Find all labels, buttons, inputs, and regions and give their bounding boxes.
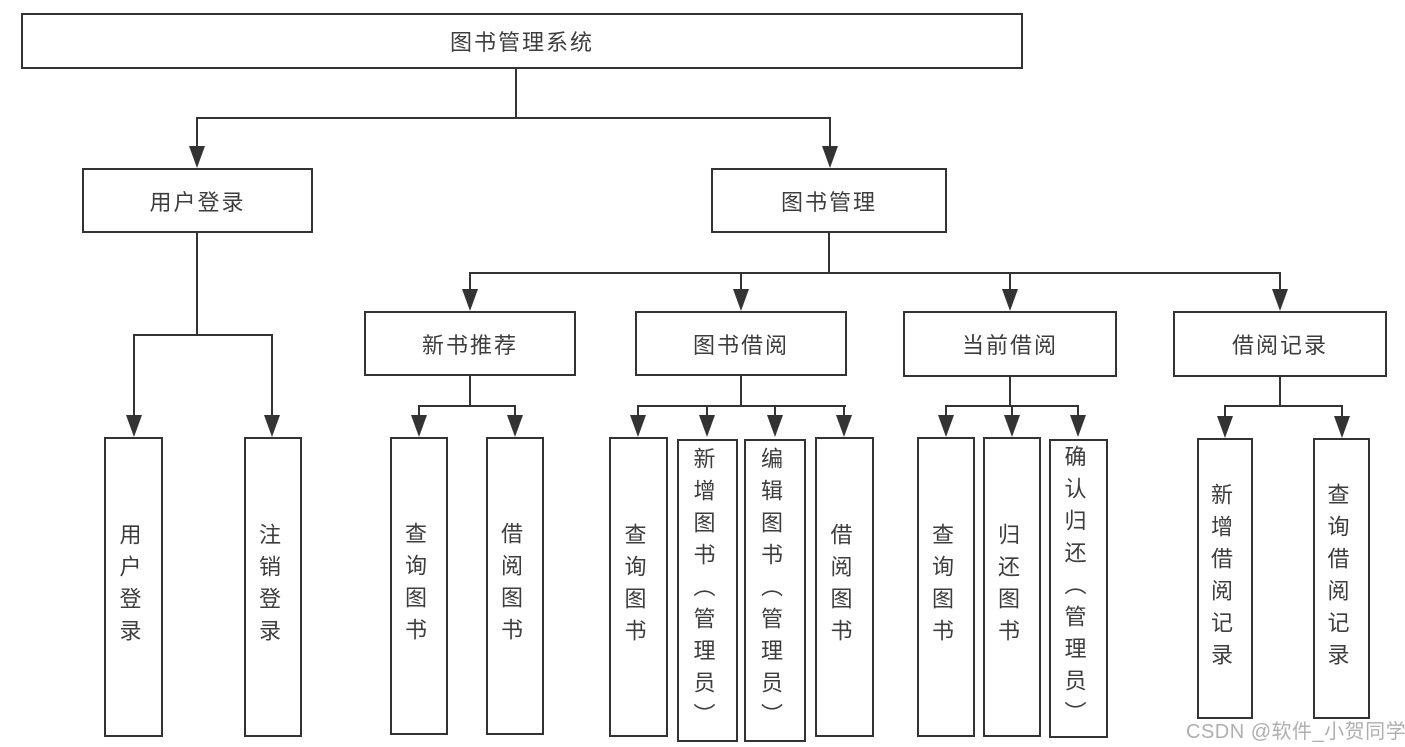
arrow-down-icon (822, 146, 838, 168)
connector-line (469, 272, 471, 291)
node-library-system-label: 图书管理系统 (449, 30, 594, 55)
connector-line (514, 405, 516, 417)
leaf-borrow-edit-books-admin: 编辑图书（管理员） (744, 439, 806, 742)
connector-line (740, 272, 742, 291)
arrow-down-icon (767, 415, 783, 437)
leaf-rec-query-books-label: 查询图书 (402, 522, 427, 650)
leaf-logout-label: 注销登录 (256, 523, 281, 651)
connector-line (469, 272, 1280, 274)
connector-line (418, 405, 516, 407)
connector-line (271, 334, 273, 417)
arrow-down-icon (264, 415, 280, 437)
connector-line (1224, 405, 1226, 418)
arrow-down-icon (733, 289, 749, 311)
node-book-management: 图书管理 (711, 168, 947, 233)
connector-line (133, 334, 135, 417)
leaf-user-login-label: 用户登录 (116, 523, 142, 651)
node-user-login: 用户登录 (82, 168, 313, 233)
node-borrow-records-label: 借阅记录 (1231, 333, 1328, 358)
arrow-down-icon (630, 415, 646, 437)
arrow-down-icon (507, 415, 523, 437)
node-book-borrow-label: 图书借阅 (692, 332, 789, 358)
csdn-watermark: CSDN @软件_小贺同学 (1186, 721, 1405, 743)
node-new-book-recommend-label: 新书推荐 (421, 332, 518, 358)
connector-line (829, 117, 831, 148)
connector-line (196, 233, 198, 336)
connector-line (469, 376, 471, 407)
arrow-down-icon (1272, 289, 1288, 311)
arrow-down-icon (411, 415, 427, 437)
connector-line (1009, 377, 1011, 407)
connector-line (843, 405, 845, 417)
arrow-down-icon (189, 146, 205, 168)
leaf-current-return-books: 归还图书 (983, 437, 1041, 737)
connector-line (515, 69, 517, 118)
leaf-current-query-books: 查询图书 (917, 437, 975, 737)
connector-line (133, 334, 273, 336)
leaf-records-add-record: 新增借阅记录 (1197, 438, 1253, 719)
leaf-rec-borrow-books: 借阅图书 (486, 437, 544, 735)
arrow-down-icon (699, 415, 715, 437)
arrow-down-icon (836, 415, 852, 437)
node-new-book-recommend: 新书推荐 (364, 311, 576, 376)
connector-line (1279, 377, 1281, 407)
connector-line (774, 405, 776, 417)
connector-line (1279, 272, 1281, 291)
connector-line (706, 405, 708, 417)
leaf-borrow-query-books-label: 查询图书 (621, 523, 647, 651)
connector-line (1009, 272, 1011, 291)
connector-line (1077, 405, 1079, 417)
node-current-borrow: 当前借阅 (903, 311, 1117, 377)
arrow-down-icon (462, 289, 478, 311)
leaf-user-login: 用户登录 (104, 437, 163, 737)
leaf-logout: 注销登录 (244, 437, 302, 737)
node-user-login-label: 用户登录 (149, 189, 246, 215)
arrow-down-icon (1004, 415, 1020, 437)
arrow-down-icon (126, 415, 142, 437)
connector-line (637, 405, 846, 407)
leaf-borrow-add-books-admin-label: 新增图书（管理员） (690, 446, 716, 735)
leaf-records-query-record: 查询借阅记录 (1313, 438, 1370, 719)
connector-line (740, 376, 742, 407)
leaf-records-add-record-label: 新增借阅记录 (1208, 482, 1233, 675)
connector-line (1341, 405, 1343, 418)
arrow-down-icon (1334, 416, 1350, 438)
node-book-management-label: 图书管理 (780, 189, 877, 215)
leaf-records-query-record-label: 查询借阅记录 (1324, 482, 1350, 675)
leaf-borrow-add-books-admin: 新增图书（管理员） (677, 439, 738, 742)
leaf-borrow-edit-books-admin-label: 编辑图书（管理员） (758, 446, 783, 735)
node-borrow-records: 借阅记录 (1173, 311, 1387, 377)
arrow-down-icon (1217, 416, 1233, 438)
leaf-rec-query-books: 查询图书 (390, 437, 448, 735)
arrow-down-icon (1070, 415, 1086, 437)
leaf-borrow-query-books: 查询图书 (609, 437, 668, 737)
arrow-down-icon (1002, 289, 1018, 311)
node-current-borrow-label: 当前借阅 (961, 333, 1058, 358)
leaf-current-confirm-return-admin-label: 确认归还（管理员） (1061, 444, 1087, 733)
connector-line (1011, 405, 1013, 417)
connector-line (1224, 405, 1343, 407)
leaf-current-return-books-label: 归还图书 (995, 523, 1020, 651)
leaf-borrow-borrow-books-label: 借阅图书 (827, 523, 853, 651)
leaf-borrow-borrow-books: 借阅图书 (815, 437, 874, 737)
node-book-borrow: 图书借阅 (635, 311, 847, 376)
leaf-rec-borrow-books-label: 借阅图书 (498, 522, 523, 650)
leaf-current-query-books-label: 查询图书 (929, 523, 954, 651)
connector-line (196, 117, 831, 119)
connector-line (828, 233, 830, 274)
connector-line (196, 117, 198, 148)
connector-line (945, 405, 947, 417)
leaf-current-confirm-return-admin: 确认归还（管理员） (1049, 439, 1108, 738)
arrow-down-icon (938, 415, 954, 437)
node-library-system: 图书管理系统 (21, 13, 1023, 69)
connector-line (418, 405, 420, 417)
connector-line (637, 405, 639, 417)
